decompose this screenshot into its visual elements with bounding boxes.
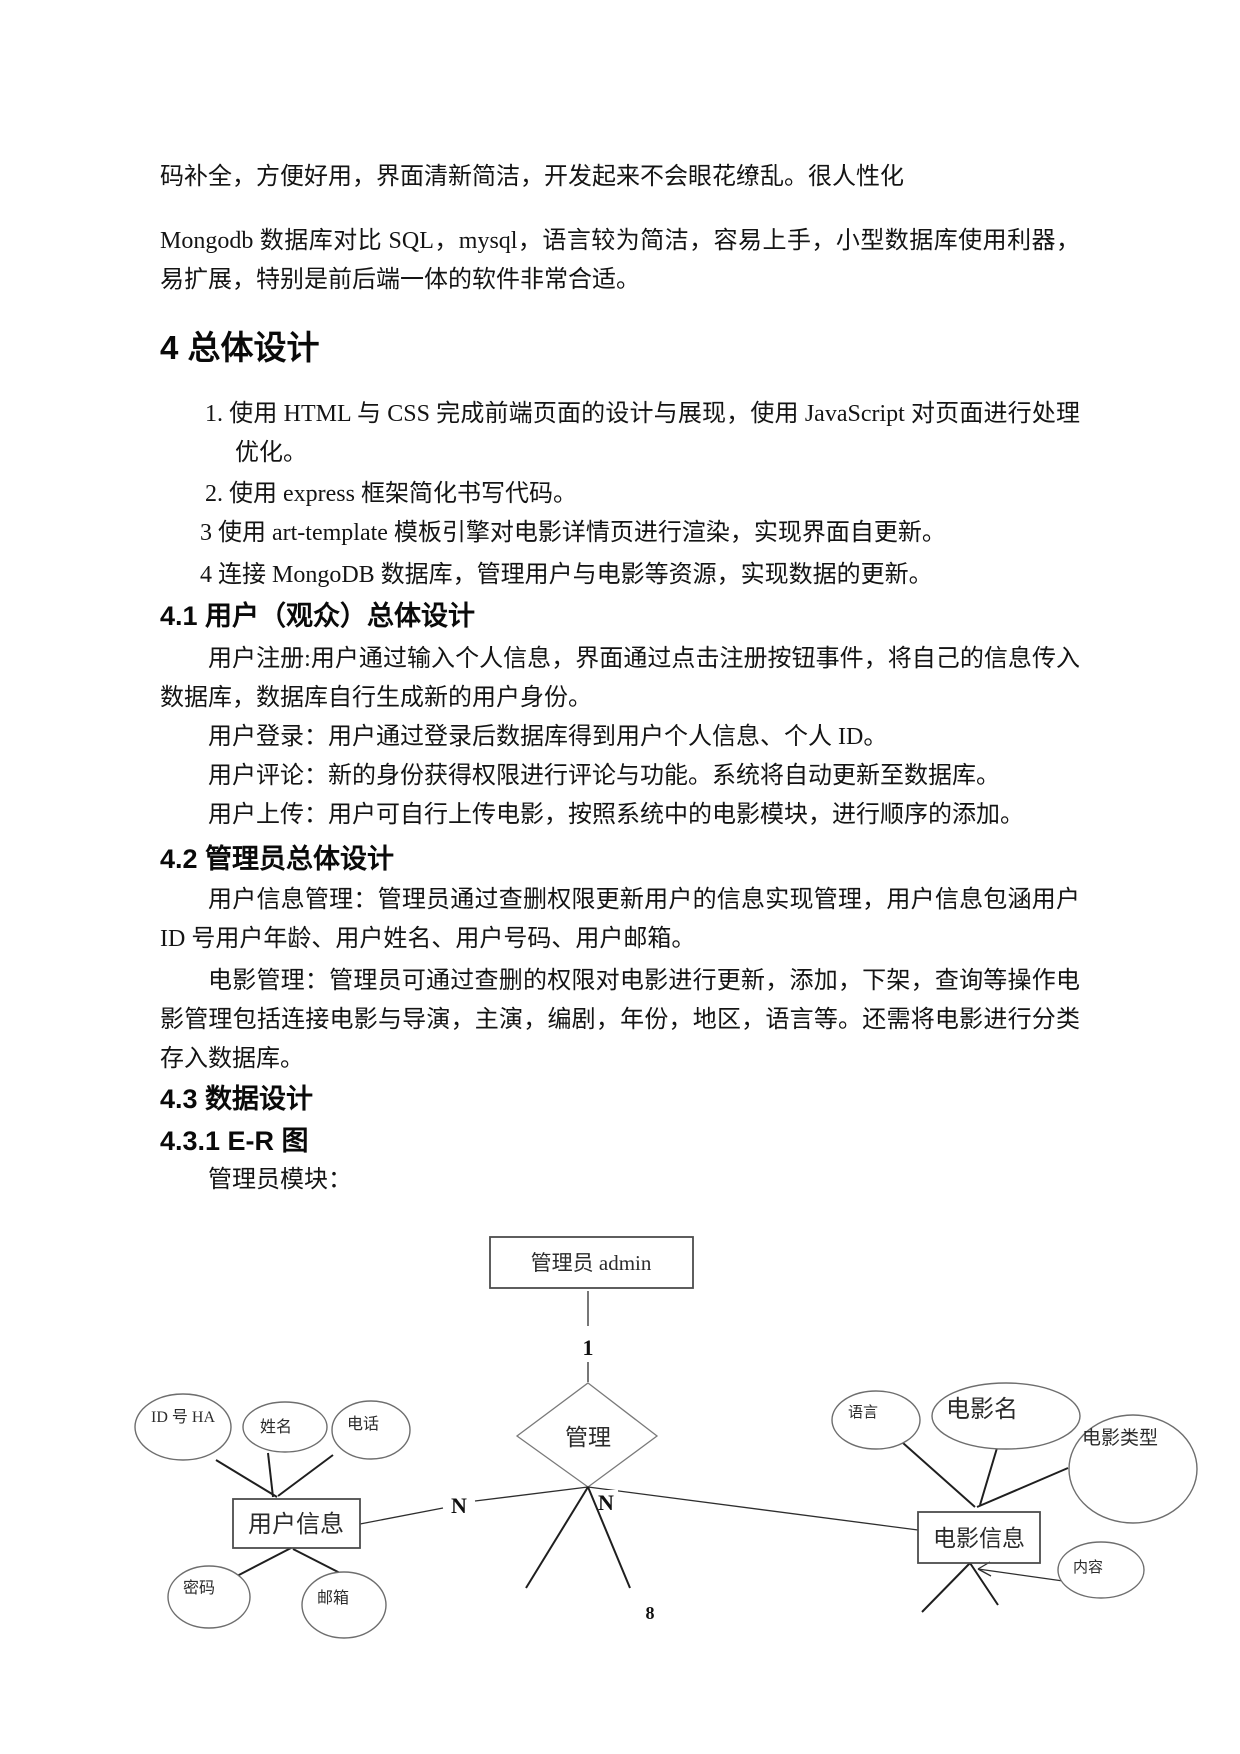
heading-section-4-3-1: 4.3.1 E-R 图: [160, 1126, 309, 1156]
connector-user-to-email: [292, 1548, 341, 1574]
movie-attr-name-ellipse: [931, 1382, 1081, 1450]
user-attr-phone-label: 电话: [347, 1415, 379, 1433]
list-item-3: 3 使用 art-template 模板引擎对电影详情页进行渲染，实现界面自更新…: [200, 520, 946, 546]
user-attr-id-ellipse: [134, 1393, 232, 1461]
connector-user-to-manage-left: [359, 1507, 444, 1525]
paragraph-user-upload: 用户上传：用户可自行上传电影，按照系统中的电影模块，进行顺序的添加。: [208, 802, 1024, 828]
list-item-4: 4 连接 MongoDB 数据库，管理用户与电影等资源，实现数据的更新。: [200, 562, 933, 588]
connector-user-to-password: [236, 1547, 292, 1577]
user-entity-box: [232, 1498, 361, 1549]
user-attr-name-ellipse: [242, 1401, 328, 1453]
paragraph-movie-management: 电影管理：管理员可通过查删的权限对电影进行更新，添加，下架，查询等操作电影管理包…: [160, 968, 1080, 1072]
movie-attr-content-ellipse: [1057, 1541, 1145, 1599]
user-attr-phone-ellipse: [331, 1400, 411, 1460]
paragraph-code-completion: 码补全，方便好用，界面清新简洁，开发起来不会眼花缭乱。很人性化: [160, 164, 904, 190]
paragraph-user-login: 用户登录：用户通过登录后数据库得到用户个人信息、个人 ID。: [208, 724, 888, 750]
movie-entity-label: 电影信息: [933, 1526, 1025, 1551]
page-number: 8: [646, 1603, 655, 1623]
heading-section-4-2: 4.2 管理员总体设计: [160, 844, 395, 874]
connector-content-arrow-lower: [977, 1568, 992, 1577]
cardinality-n-left-label: N: [451, 1493, 467, 1518]
user-attr-password-label: 密码: [183, 1579, 215, 1597]
heading-section-4-3: 4.3 数据设计: [160, 1084, 314, 1114]
text-column: 码补全，方便好用，界面清新简洁，开发起来不会眼花缭乱。很人性化 Mongodb …: [160, 0, 1080, 1200]
paragraph-admin-module-caption: 管理员模块：: [208, 1167, 352, 1193]
admin-entity-label: 管理员 admin: [531, 1251, 652, 1275]
connector-movie-down-left: [921, 1562, 971, 1613]
movie-attr-language-ellipse: [831, 1390, 921, 1450]
connector-content-to-movie: [977, 1568, 1064, 1582]
connector-id-to-user: [215, 1459, 278, 1498]
movie-entity-box: [917, 1511, 1041, 1564]
heading-section-4: 4 总体设计: [160, 329, 320, 366]
paragraph-mongodb: Mongodb 数据库对比 SQL，mysql，语言较为简洁，容易上手，小型数据…: [160, 228, 1080, 293]
user-attr-name-label: 姓名: [260, 1418, 292, 1436]
connector-manage-to-n-left: [474, 1486, 589, 1502]
paragraph-user-comment: 用户评论：新的身份获得权限进行评论与功能。系统将自动更新至数据库。: [208, 763, 1000, 789]
movie-attr-name-label: 电影名: [946, 1396, 1018, 1423]
connector-manage-to-movie: [587, 1486, 919, 1531]
er-diagram: 管理员 admin 1 管理 N N ID 号 HA 姓名 电话 用户信息: [134, 1236, 1198, 1639]
admin-entity-box: [489, 1236, 694, 1289]
connector-moviename-to-movie: [979, 1447, 998, 1506]
movie-attr-language-label: 语言: [848, 1404, 878, 1421]
cardinality-n-right-backing: [594, 1490, 618, 1512]
connector-language-to-movie: [902, 1442, 976, 1508]
heading-section-4-1: 4.1 用户（观众）总体设计: [160, 601, 476, 631]
connector-manage-down-right: [587, 1486, 631, 1589]
movie-attr-content-label: 内容: [1073, 1559, 1103, 1576]
connector-phone-to-user: [277, 1454, 334, 1497]
user-attr-email-label: 邮箱: [317, 1589, 349, 1607]
cardinality-one-label: 1: [583, 1335, 594, 1360]
user-attr-email-ellipse: [301, 1571, 387, 1639]
connector-movie-down-right: [969, 1562, 999, 1606]
manage-relationship-label: 管理: [565, 1425, 611, 1450]
list-item-2: 2. 使用 express 框架简化书写代码。: [205, 481, 577, 507]
connector-movietype-to-movie: [976, 1467, 1069, 1508]
paragraph-user-register: 用户注册:用户通过输入个人信息，界面通过点击注册按钮事件，将自己的信息传入数据库…: [160, 646, 1080, 711]
connector-name-to-user: [267, 1452, 274, 1498]
cardinality-n-right-label: N: [598, 1490, 614, 1515]
paragraph-userinfo-management: 用户信息管理：管理员通过查删权限更新用户的信息实现管理，用户信息包涵用户 ID …: [160, 887, 1080, 952]
user-attr-id-label: ID 号 HA: [151, 1408, 215, 1426]
movie-attr-type-ellipse: [1068, 1414, 1198, 1524]
user-attr-password-ellipse: [167, 1565, 251, 1629]
connector-manage-down-left: [525, 1486, 589, 1589]
list-item-1: 1. 使用 HTML 与 CSS 完成前端页面的设计与展现，使用 JavaScr…: [205, 401, 1080, 466]
user-entity-label: 用户信息: [248, 1511, 344, 1538]
movie-attr-type-label: 电影类型: [1082, 1427, 1158, 1449]
